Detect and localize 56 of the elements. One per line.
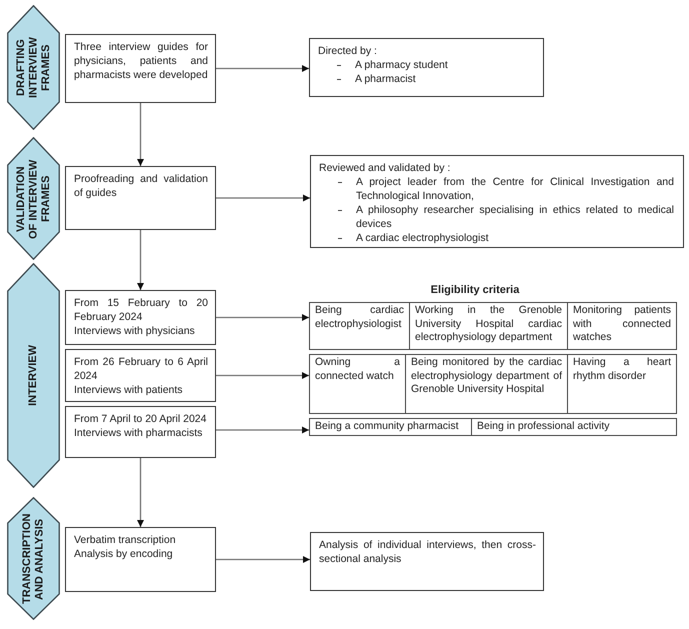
box-text: Analysis by encoding — [74, 547, 174, 561]
arrow — [216, 372, 309, 379]
box-text: Three interview guides for physicians, patients and pharmacists were developed — [74, 40, 208, 82]
criteria-cell-text: Owning a connected watch — [314, 355, 401, 384]
box-text: Proofreading and validation of guides — [74, 172, 208, 200]
process-box — [65, 290, 216, 345]
list-heading: Reviewed and validated by : — [319, 161, 450, 175]
criteria-row — [309, 354, 677, 414]
arrow — [216, 314, 309, 321]
criteria-cell-text: Being a community pharmacist — [314, 419, 460, 434]
stage-label: DRAFTING INTERVIEW FRAMES — [14, 36, 52, 100]
box-text: From 7 April to 20 April 2024 — [74, 412, 208, 426]
box-text: Interviews with pharmacists — [74, 426, 204, 440]
arrow — [216, 426, 309, 434]
process-box — [310, 532, 544, 591]
box-text: Interviews with physicians — [74, 324, 196, 338]
table-title: Eligibility criteria — [430, 284, 520, 297]
arrow — [137, 230, 144, 290]
box-text: Interviews with patients — [74, 383, 184, 397]
arrow — [216, 65, 309, 72]
criteria-cell: Being monitored by the cardiac electrophysiology department of Grenoble University Hospital — [405, 355, 567, 413]
arrow — [216, 194, 310, 202]
criteria-cell: Being in professional activity — [471, 419, 676, 435]
stage-label: VALIDATION OF INTERVIEW FRAMES — [14, 158, 52, 240]
list-item: A philosophy researcher specialising in ethics related to medical devices — [356, 203, 674, 231]
process-box — [65, 34, 216, 103]
process-box — [65, 527, 216, 592]
stage-hexagon — [7, 5, 60, 130]
box-text: From 15 February to 20 February 2024 — [74, 296, 208, 324]
list-heading: Directed by : — [318, 44, 377, 58]
criteria-cell: Working in the Grenoble University Hospital cardiac electrophysiology department — [409, 303, 567, 349]
box-text: Verbatim transcription — [74, 533, 177, 547]
list-item: A pharmacist — [355, 72, 417, 86]
stage-label: TRANSCRIPTION AND ANALYSIS — [21, 512, 46, 606]
list-item: A cardiac electrophysiologist — [356, 231, 490, 245]
criteria-row — [309, 418, 677, 436]
process-box — [65, 349, 216, 402]
criteria-row — [309, 302, 677, 350]
stage-hexagon — [7, 263, 60, 488]
stage-hexagon — [7, 137, 60, 260]
list-item: A pharmacy student — [355, 58, 449, 72]
arrow — [216, 556, 310, 563]
process-box — [65, 166, 216, 230]
criteria-cell: Monitoring patients with connected watches — [567, 303, 676, 349]
stage-label: INTERVIEW — [27, 345, 40, 406]
box-text: Analysis of individual interviews, then cross-sectional analysis — [319, 538, 536, 566]
criteria-cell-text: Being cardiac electrophysiologist — [314, 303, 405, 332]
arrow — [137, 458, 144, 527]
arrow — [137, 103, 144, 166]
list-item: A project leader from the Centre for Clinical Investigation and Technological Innovation, — [356, 175, 674, 203]
annotation-box — [309, 38, 544, 97]
criteria-cell: Having a heart rhythm disorder — [567, 355, 676, 413]
box-text: From 26 February to 6 April 2024 — [74, 355, 208, 383]
stage-hexagon — [7, 497, 60, 620]
process-box — [65, 406, 216, 458]
annotation-box — [310, 155, 684, 248]
